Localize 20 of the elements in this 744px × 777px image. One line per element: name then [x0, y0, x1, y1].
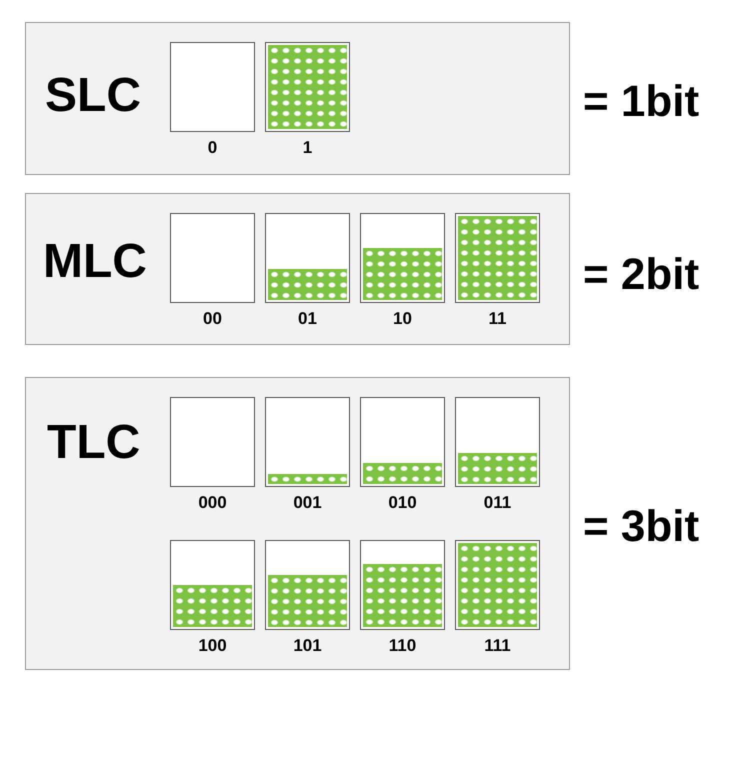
bit-value: 1 [302, 138, 314, 158]
bit-value: 01 [297, 309, 318, 329]
bit-value: 000 [197, 493, 228, 513]
bit-value: 101 [292, 636, 323, 656]
bit-value: 111 [483, 636, 512, 656]
bit-count: = 2bit [583, 253, 700, 297]
cell-type-heading: MLC [43, 238, 147, 286]
bit-value: 011 [482, 493, 512, 513]
cell-type-heading: TLC [47, 419, 140, 467]
bit-value: 11 [488, 309, 508, 329]
bit-count: = 1bit [583, 80, 700, 124]
bit-value: 00 [202, 309, 223, 329]
cell-type-heading: SLC [45, 72, 141, 120]
bit-value: 100 [197, 636, 228, 656]
bit-value: 010 [387, 493, 418, 513]
bit-value: 0 [206, 138, 218, 158]
bit-count: = 3bit [583, 505, 700, 549]
bit-value: 110 [388, 636, 418, 656]
bit-value: 001 [292, 493, 323, 513]
bit-value: 10 [392, 309, 413, 329]
